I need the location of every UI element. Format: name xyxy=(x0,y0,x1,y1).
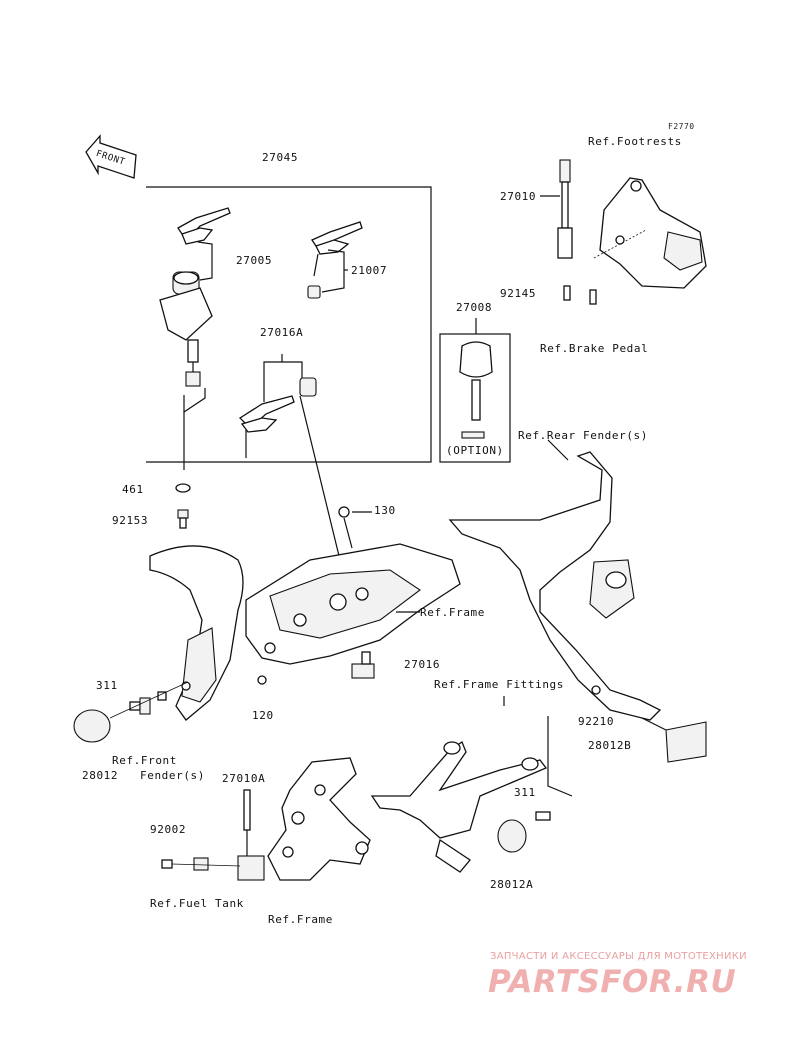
rear-fender xyxy=(448,451,662,721)
bolt-130 xyxy=(338,506,350,518)
label-ref-fuel-tank: Ref.Fuel Tank xyxy=(150,897,244,910)
ignition-switch xyxy=(159,271,213,387)
label-27016A: 27016A xyxy=(260,326,304,339)
label-461: 461 xyxy=(122,483,144,496)
key-pair-lower xyxy=(238,377,317,458)
watermark-tagline: ЗАПЧАСТИ И АКСЕССУАРЫ ДЛЯ МОТОТЕХНИКИ xyxy=(490,951,747,962)
label-27005: 27005 xyxy=(236,254,273,267)
label-120: 120 xyxy=(252,709,274,722)
label-28012B: 28012B xyxy=(588,739,632,752)
label-ref-frame-mid: Ref.Frame xyxy=(420,606,486,619)
option-key-27008 xyxy=(459,341,493,439)
label-ref-brake-pedal: Ref.Brake Pedal xyxy=(540,342,649,355)
label-28012: 28012 xyxy=(82,769,119,782)
switch-27016 xyxy=(351,651,375,679)
sensor-27010 xyxy=(540,159,573,259)
key-set-box xyxy=(146,186,432,463)
label-27010: 27010 xyxy=(500,190,537,203)
label-28012A: 28012A xyxy=(490,878,534,891)
option-box xyxy=(439,333,511,463)
label-ref-front-fender-line1: Ref.Front xyxy=(112,754,178,767)
reflector-28012 xyxy=(73,709,111,743)
grommet-311-left xyxy=(129,691,167,715)
watermark-logo: PARTSFOR.RU xyxy=(488,964,737,1000)
main-frame xyxy=(245,543,461,665)
footrest-bracket xyxy=(599,177,707,289)
label-ref-front-fender-line2: Fender(s) xyxy=(140,769,206,782)
label-92153: 92153 xyxy=(112,514,149,527)
diagram-code: F2770 xyxy=(668,122,695,131)
key-pair-top-left xyxy=(177,207,231,245)
spring-92145 xyxy=(563,285,597,305)
reflector-28012B xyxy=(665,721,707,763)
washer-461 xyxy=(175,483,191,493)
label-27045: 27045 xyxy=(262,151,299,164)
label-ref-rear-fender: Ref.Rear Fender(s) xyxy=(518,429,649,442)
label-27010A: 27010A xyxy=(222,772,266,785)
sidestand-switch-27010A xyxy=(237,789,265,881)
bolt-92153 xyxy=(177,509,189,529)
front-arrow-icon xyxy=(85,134,137,179)
bolt-120 xyxy=(257,675,267,685)
label-27008: 27008 xyxy=(456,301,493,314)
grommet-311-right xyxy=(535,811,551,821)
label-21007: 21007 xyxy=(351,264,388,277)
key-pair-top-right xyxy=(307,221,363,299)
label-option: (OPTION) xyxy=(446,444,504,457)
frame-fittings xyxy=(370,741,548,873)
label-92210: 92210 xyxy=(578,715,615,728)
label-92145: 92145 xyxy=(500,287,537,300)
label-ref-frame-fittings: Ref.Frame Fittings xyxy=(434,678,565,691)
label-27016: 27016 xyxy=(404,658,441,671)
nut-92210 xyxy=(591,685,601,695)
label-ref-frame-bottom: Ref.Frame xyxy=(268,913,334,926)
reflector-28012A xyxy=(497,819,527,853)
label-ref-footrests: Ref.Footrests xyxy=(588,135,682,148)
label-311-left: 311 xyxy=(96,679,118,692)
label-311-right: 311 xyxy=(514,786,536,799)
lower-frame-bracket xyxy=(267,757,371,881)
label-92002: 92002 xyxy=(150,823,187,836)
front-fender xyxy=(149,545,244,721)
bolt-92002 xyxy=(161,857,209,871)
label-130: 130 xyxy=(374,504,396,517)
